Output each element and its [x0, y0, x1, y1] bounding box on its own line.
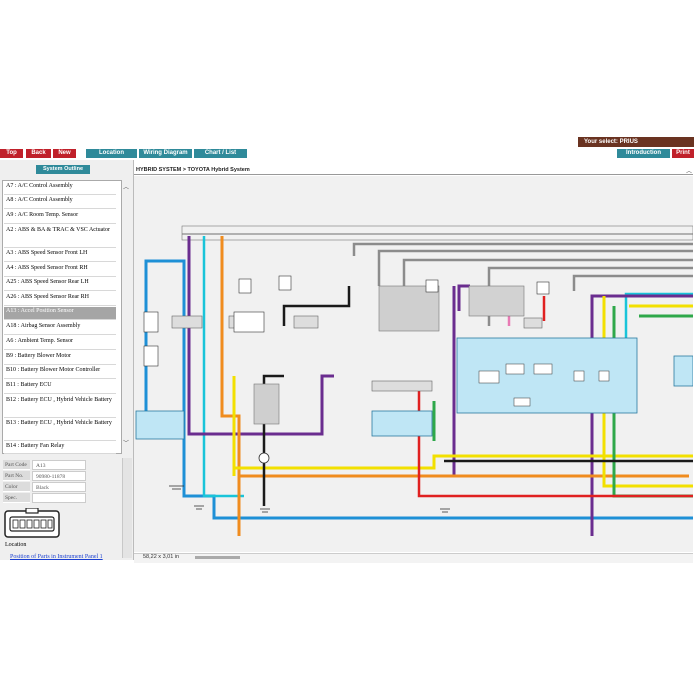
part-list-item[interactable]: A18 : Airbag Sensor Assembly [4, 322, 116, 335]
info-key: Color [3, 482, 30, 492]
info-scrollbar[interactable] [122, 458, 132, 558]
part-list-item[interactable]: A8 : A/C Control Assembly [4, 196, 116, 209]
info-value: Black [32, 482, 86, 492]
wire-purple [187, 236, 334, 436]
part-list-item[interactable]: B10 : Battery Blower Motor Controller [4, 366, 116, 379]
info-value: A13 [32, 460, 86, 470]
part-list-item[interactable]: A7 : A/C Control Assembly [4, 182, 116, 195]
info-row-spec: Spec. [3, 493, 117, 503]
part-list-item[interactable]: A3 : ABS Speed Sensor Front LH [4, 249, 116, 262]
part-list-item[interactable]: B13 : Battery ECU , Hybrid Vehicle Batte… [4, 419, 116, 441]
part-list-item[interactable]: B11 : Battery ECU [4, 381, 116, 394]
wire-purple [457, 284, 470, 311]
wiring-diagram-canvas[interactable] [134, 176, 694, 552]
part-list-item[interactable]: A6 : Ambient Temp. Sensor [4, 337, 116, 350]
ecu-module-left [135, 410, 185, 440]
info-row-color: Color Black [3, 482, 117, 492]
wire-black [282, 286, 351, 326]
introduction-button[interactable]: Introduction [617, 149, 670, 158]
part-list-item[interactable]: B9 : Battery Blower Motor [4, 352, 116, 365]
info-row-part-code: Part Code A13 [3, 460, 117, 470]
info-value [32, 493, 86, 503]
scroll-down-icon[interactable]: ﹀ [123, 440, 130, 447]
location-label: Location [5, 542, 27, 548]
part-list-item-selected[interactable]: A13 : Accel Position Sensor [4, 307, 116, 320]
wire-cyan [624, 292, 693, 356]
part-list-item[interactable]: B14 : Battery Fan Relay [4, 442, 116, 454]
location-link[interactable]: Position of Parts in Instrument Panel 1 [10, 554, 103, 560]
wiring-diagram-button[interactable]: Wiring Diagram [139, 149, 192, 158]
info-key: Part Code [3, 460, 30, 470]
info-key: Spec. [3, 493, 30, 503]
info-key: Part No. [3, 471, 30, 481]
part-list-item[interactable]: B12 : Battery ECU , Hybrid Vehicle Batte… [4, 396, 116, 418]
top-button[interactable]: Top [0, 149, 23, 158]
part-list-item[interactable]: A25 : ABS Speed Sensor Rear LH [4, 278, 116, 291]
breadcrumb: HYBRID SYSTEM > TOYOTA Hybrid System [134, 166, 693, 175]
wire-yellow [234, 454, 693, 470]
wire-blue [144, 259, 693, 520]
part-list-item[interactable]: A26 : ABS Speed Sensor Rear RH [4, 293, 116, 306]
status-bar [134, 553, 693, 563]
back-button[interactable]: Back [26, 149, 51, 158]
horizontal-scroll-thumb[interactable] [195, 556, 240, 559]
print-button[interactable]: Print [672, 149, 694, 158]
location-button[interactable]: Location [86, 149, 137, 158]
wire-cyan [202, 236, 244, 498]
scroll-up-icon[interactable]: ︿ [123, 184, 130, 191]
connector-diagram-icon [4, 508, 60, 538]
ecu-module-center [371, 410, 433, 437]
chart-list-button[interactable]: Chart / List [194, 149, 247, 158]
parts-list-scrollbar[interactable] [121, 181, 122, 453]
part-list-item[interactable]: A4 : ABS Speed Sensor Front RH [4, 264, 116, 277]
wiring-diagram[interactable] [134, 176, 694, 552]
part-list-item[interactable]: A9 : A/C Room Temp. Sensor [4, 211, 116, 224]
new-button[interactable]: New [53, 149, 76, 158]
user-vehicle-select: Your select: PRIUS [578, 137, 694, 147]
part-list-item[interactable]: A2 : ABS & BA & TRAC & VSC Actuator [4, 226, 116, 248]
info-value: 90980-11878 [32, 471, 86, 481]
system-outline-button[interactable]: System Outline [36, 165, 90, 174]
info-row-part-no: Part No. 90980-11878 [3, 471, 117, 481]
scroll-up-icon[interactable]: ︿ [686, 168, 693, 175]
zoom-readout: 58,22 x 3,01 in [143, 554, 180, 560]
